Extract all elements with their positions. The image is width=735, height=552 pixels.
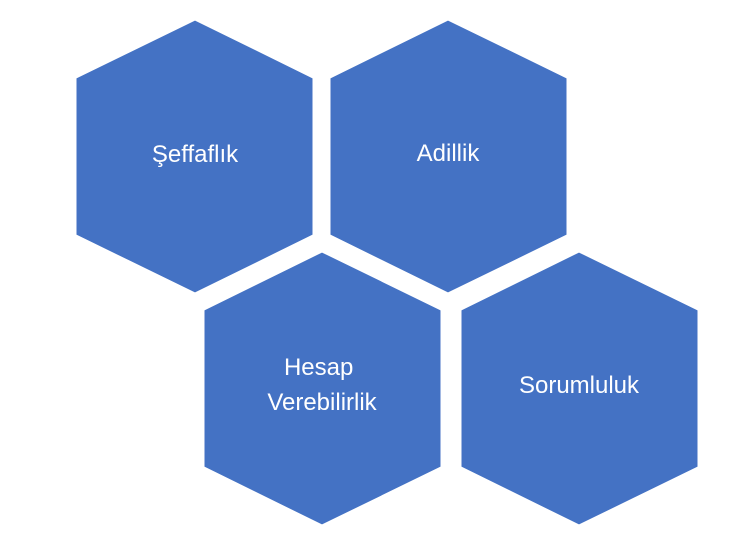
- hexagon-label: Şeffaflık: [152, 141, 239, 168]
- hexagon-shape: [329, 19, 568, 294]
- hexagon-label-line: Sorumluluk: [519, 372, 640, 399]
- hexagon-hesap-verebilirlik: Hesap Verebilirlik: [203, 251, 442, 526]
- hexagon-shape: [460, 251, 699, 526]
- hexagon-label-line: Şeffaflık: [152, 141, 239, 168]
- hexagon-shape: [75, 19, 314, 294]
- hexagon-adillik: Adillik: [329, 19, 568, 294]
- hexagon-label: Adillik: [417, 140, 481, 167]
- hexagon-label-line: Adillik: [417, 140, 481, 167]
- hexagon-label: Hesap Verebilirlik: [267, 354, 377, 416]
- hexagon-label-line: Verebilirlik: [267, 389, 377, 416]
- hexagon-sorumluluk: Sorumluluk: [460, 251, 699, 526]
- hexagon-shape: [203, 251, 442, 526]
- hexagon-seffaflik: Şeffaflık: [75, 19, 314, 294]
- hexagon-label: Sorumluluk: [519, 372, 640, 399]
- hexagon-label-line: Hesap: [284, 354, 353, 381]
